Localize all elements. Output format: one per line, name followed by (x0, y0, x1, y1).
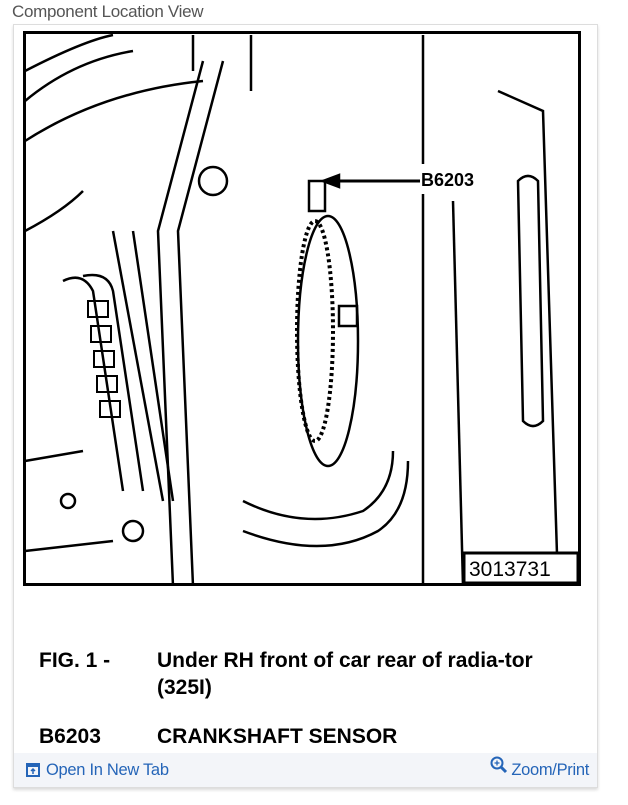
caption-row: FIG. 1 - Under RH front of car rear of r… (39, 647, 577, 701)
zoom-print-link[interactable]: Zoom/Print (490, 756, 589, 780)
caption-value: CRANKSHAFT SENSOR (157, 725, 398, 748)
magnifier-plus-icon (490, 756, 508, 774)
caption-row: B6203 CRANKSHAFT SENSOR (39, 723, 577, 750)
card-footer: Open In New Tab Zoom/Print (14, 753, 597, 787)
page-title: Component Location View (12, 2, 204, 21)
open-new-tab-link[interactable]: Open In New Tab (26, 761, 169, 780)
caption-key: B6203 (39, 725, 101, 748)
component-diagram: B6203 3013731 (23, 31, 581, 586)
open-new-tab-icon (26, 763, 40, 777)
figure-number: 3013731 (469, 558, 551, 581)
figure-caption: FIG. 1 - Under RH front of car rear of r… (39, 647, 577, 750)
zoom-print-label: Zoom/Print (511, 760, 589, 779)
caption-key: FIG. 1 - (39, 649, 111, 672)
caption-value: Under RH front of car rear of radia-tor … (157, 649, 533, 699)
callout-label: B6203 (421, 170, 474, 190)
component-card: B6203 3013731 FIG. 1 - Under RH front of… (13, 24, 598, 788)
open-new-tab-label: Open In New Tab (46, 760, 169, 779)
